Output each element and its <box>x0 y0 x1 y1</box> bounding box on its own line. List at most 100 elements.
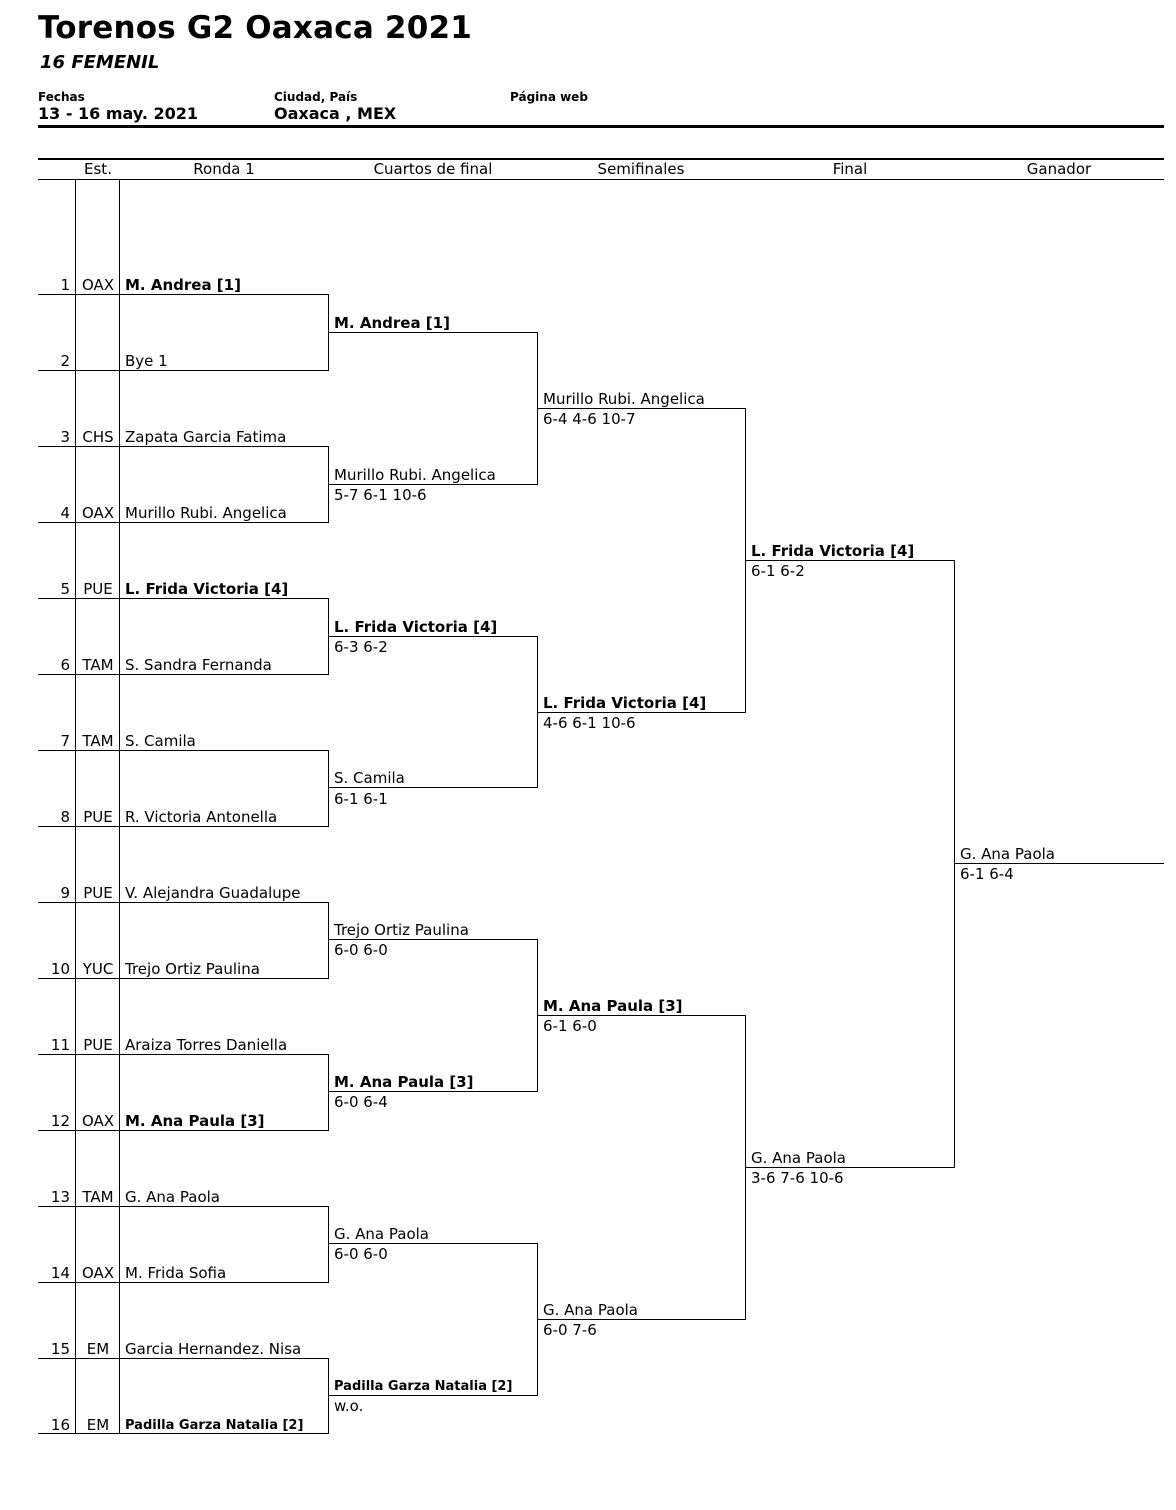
qf-player: Murillo Rubi. Angelica <box>334 466 496 484</box>
bracket-connector <box>328 1206 329 1283</box>
draw-line <box>38 978 329 979</box>
draw-line <box>38 598 329 599</box>
draw-player: M. Frida Sofia <box>125 1264 227 1282</box>
draw-line <box>38 1433 329 1434</box>
bracket-connector <box>328 598 329 675</box>
draw-player: V. Alejandra Guadalupe <box>125 884 301 902</box>
draw-seed: 1 <box>60 276 70 294</box>
draw-player: R. Victoria Antonella <box>125 808 278 826</box>
sf-line <box>538 408 746 409</box>
draw-line <box>38 446 329 447</box>
qf-line <box>329 939 538 940</box>
sf-line <box>538 1015 746 1016</box>
qf-score: 6-1 6-1 <box>334 790 388 808</box>
qf-player: G. Ana Paola <box>334 1225 429 1243</box>
draw-line <box>38 294 329 295</box>
state-name-separator <box>119 180 120 1433</box>
bracket-connector <box>328 1358 329 1434</box>
city-value: Oaxaca , MEX <box>274 104 397 123</box>
draw-player: Garcia Hernandez. Nisa <box>125 1340 302 1358</box>
sf-player: L. Frida Victoria [4] <box>543 694 707 712</box>
final-score: 6-1 6-2 <box>751 562 805 580</box>
draw-player: M. Ana Paula [3] <box>125 1112 265 1130</box>
draw-line <box>38 826 329 827</box>
bracket-connector <box>537 1243 538 1396</box>
column-header-bottom-rule <box>38 179 1164 180</box>
sf-score: 6-4 4-6 10-7 <box>543 410 636 428</box>
bracket-connector <box>537 332 538 485</box>
qf-score: 6-0 6-0 <box>334 1245 388 1263</box>
bracket-connector <box>328 750 329 827</box>
col-head-state: Est. <box>84 160 112 178</box>
sf-score: 4-6 6-1 10-6 <box>543 714 636 732</box>
final-player: L. Frida Victoria [4] <box>751 542 915 560</box>
bracket-connector <box>537 939 538 1092</box>
qf-line <box>329 1395 538 1396</box>
col-head-winner: Ganador <box>1026 160 1092 178</box>
draw-state: PUE <box>83 1036 113 1054</box>
seed-state-separator <box>75 180 76 1433</box>
draw-player: S. Sandra Fernanda <box>125 656 272 674</box>
draw-seed: 4 <box>60 504 70 522</box>
bracket-connector <box>745 408 746 713</box>
draw-player: S. Camila <box>125 732 196 750</box>
dates-label: Fechas <box>38 90 85 104</box>
draw-line <box>38 522 329 523</box>
draw-player: L. Frida Victoria [4] <box>125 580 289 598</box>
col-head-semifinals: Semifinales <box>597 160 685 178</box>
city-label: Ciudad, País <box>274 90 358 104</box>
qf-line <box>329 636 538 637</box>
draw-state: PUE <box>83 580 113 598</box>
draw-seed: 13 <box>50 1188 70 1206</box>
col-head-round1: Ronda 1 <box>193 160 255 178</box>
sf-player: Murillo Rubi. Angelica <box>543 390 705 408</box>
draw-seed: 12 <box>50 1112 70 1130</box>
sf-line <box>538 712 746 713</box>
draw-state: EM <box>86 1416 110 1434</box>
qf-score: w.o. <box>334 1397 364 1415</box>
qf-line <box>329 787 538 788</box>
draw-player: Padilla Garza Natalia [2] <box>125 1418 304 1433</box>
draw-state: OAX <box>81 1264 115 1282</box>
draw-line <box>38 902 329 903</box>
draw-state: TAM <box>82 656 114 674</box>
bracket-connector <box>537 636 538 788</box>
bracket-connector <box>954 560 955 1168</box>
qf-player: Trejo Ortiz Paulina <box>334 921 469 939</box>
winner-score: 6-1 6-4 <box>960 865 1014 883</box>
bracket-connector <box>328 446 329 523</box>
event-subtitle: 16 FEMENIL <box>40 52 160 73</box>
qf-score: 6-3 6-2 <box>334 638 388 656</box>
draw-state: OAX <box>81 1112 115 1130</box>
sf-player: M. Ana Paula [3] <box>543 997 683 1015</box>
sf-line <box>538 1319 746 1320</box>
bracket-connector <box>328 1054 329 1131</box>
draw-seed: 6 <box>60 656 70 674</box>
draw-line <box>38 370 329 371</box>
draw-player: Araiza Torres Daniella <box>125 1036 288 1054</box>
draw-player: Trejo Ortiz Paulina <box>125 960 260 978</box>
col-head-quarterfinals: Cuartos de final <box>373 160 493 178</box>
sf-score: 6-0 7-6 <box>543 1321 597 1339</box>
draw-player: Bye 1 <box>125 352 168 370</box>
draw-line <box>38 1054 329 1055</box>
qf-player: S. Camila <box>334 769 405 787</box>
draw-state: CHS <box>82 428 114 446</box>
draw-seed: 5 <box>60 580 70 598</box>
draw-line <box>38 1282 329 1283</box>
qf-score: 6-0 6-0 <box>334 941 388 959</box>
draw-line <box>38 750 329 751</box>
draw-state: TAM <box>82 732 114 750</box>
dates-value: 13 - 16 may. 2021 <box>38 104 198 123</box>
qf-line <box>329 1243 538 1244</box>
qf-player: Padilla Garza Natalia [2] <box>334 1379 513 1394</box>
draw-player: G. Ana Paola <box>125 1188 220 1206</box>
draw-seed: 15 <box>50 1340 70 1358</box>
col-head-final: Final <box>832 160 868 178</box>
draw-state: TAM <box>82 1188 114 1206</box>
sf-player: G. Ana Paola <box>543 1301 638 1319</box>
final-line <box>746 560 955 561</box>
bracket-connector <box>745 1015 746 1320</box>
draw-seed: 10 <box>50 960 70 978</box>
page-title: Torenos G2 Oaxaca 2021 <box>38 10 473 46</box>
